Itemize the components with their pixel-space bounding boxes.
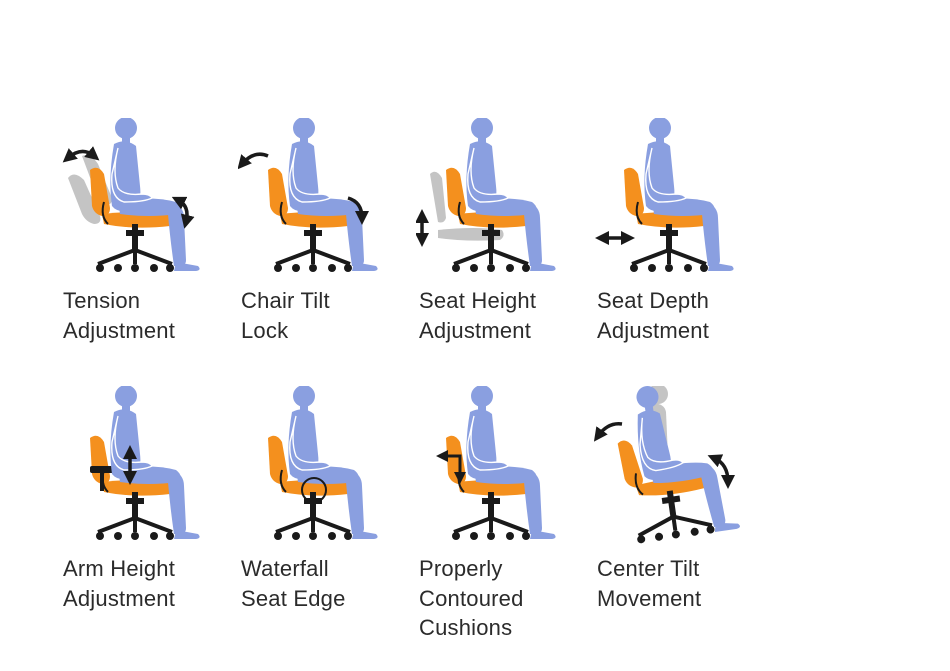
label-line: Lock (241, 317, 289, 343)
contoured-cushions-illustration (436, 386, 556, 540)
seated-person (288, 118, 378, 271)
seated-person (466, 118, 556, 271)
center-tilt-movement-illustration (594, 386, 740, 544)
lock-arrow-icon (347, 196, 369, 225)
label-line: Seat Height (419, 288, 537, 313)
feature-label: Properly Contoured Cushions (419, 554, 594, 643)
label-line: Contoured (419, 585, 524, 611)
chair (268, 167, 353, 272)
seat-edge-highlight-circle (301, 477, 327, 503)
tension-adjustment-illustration (62, 118, 200, 272)
arm-height-adjustment-illustration (90, 386, 200, 540)
feature-label: Center Tilt Movement (597, 554, 772, 613)
chair-tilt-lock-illustration (238, 118, 378, 272)
label-line: Tension (63, 288, 141, 313)
label-line: Adjustment (63, 585, 176, 611)
feature-label: Chair Tilt Lock (241, 286, 416, 345)
label-line: Arm Height (63, 556, 176, 581)
label-line: Properly (419, 556, 503, 581)
label-line: Adjustment (63, 317, 176, 343)
seated-person (110, 118, 200, 271)
label-line: Movement (597, 585, 702, 611)
chair (90, 167, 175, 272)
feature-label: Arm Height Adjustment (63, 554, 238, 613)
label-line: Waterfall (241, 556, 329, 581)
cushion-contour-arrows-icon (436, 450, 466, 484)
seat-height-adjustment-illustration (416, 118, 556, 272)
feature-label: Tension Adjustment (63, 286, 238, 345)
label-line: Center Tilt (597, 556, 700, 581)
feature-label: Seat Height Adjustment (419, 286, 594, 345)
label-line: Chair Tilt (241, 288, 330, 313)
label-line: Seat Depth (597, 288, 710, 313)
feature-label: Waterfall Seat Edge (241, 554, 416, 613)
tilt-arrow-icon (238, 152, 269, 170)
chair (446, 167, 531, 272)
recline-arrow-icon (62, 146, 100, 163)
feature-label: Seat Depth Adjustment (597, 286, 772, 345)
label-line: Cushions (419, 615, 513, 640)
label-line: Adjustment (597, 317, 710, 343)
seated-person (466, 386, 556, 539)
seat-depth-adjustment-illustration (595, 118, 734, 272)
seated-person (636, 386, 740, 532)
chair (624, 167, 709, 272)
tilt-back-arrow-icon (594, 422, 623, 442)
label-line: Adjustment (419, 317, 532, 343)
seated-person (110, 386, 200, 539)
waterfall-seat-edge-illustration (268, 386, 378, 540)
label-line: Seat Edge (241, 585, 346, 611)
chair (617, 440, 715, 544)
tilt-forward-arrow-icon (707, 454, 735, 489)
seated-person (288, 386, 378, 539)
chair (90, 435, 175, 540)
seated-person (644, 118, 734, 271)
tension-arrow-icon (171, 196, 195, 229)
